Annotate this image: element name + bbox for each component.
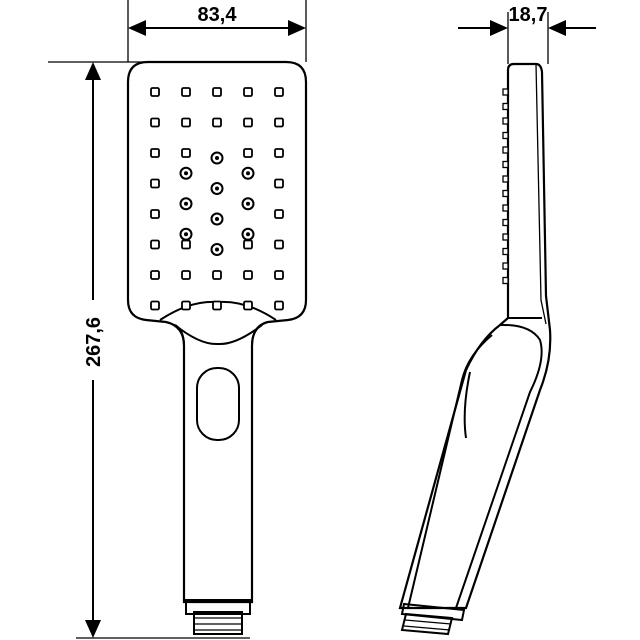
side-front-line (535, 63, 547, 325)
square-nozzle (181, 270, 191, 280)
square-nozzle (243, 148, 253, 158)
connector-thread (193, 611, 243, 635)
dimension-width: 83,4 (127, 0, 307, 62)
round-nozzle-center (215, 156, 219, 160)
square-nozzle (181, 239, 191, 250)
square-nozzle (243, 239, 253, 250)
square-nozzle (274, 300, 284, 311)
width-arrow-left (128, 20, 146, 36)
side-inner-line-2 (455, 323, 543, 609)
dimension-height: 267,6 (48, 61, 250, 639)
square-nozzle (212, 117, 222, 128)
square-nozzle (274, 270, 284, 280)
neck-left-line (174, 324, 185, 347)
square-nozzle (243, 300, 253, 311)
side-nozzle-tick (502, 233, 509, 241)
side-view (398, 62, 552, 636)
side-nozzle-tick (502, 146, 509, 154)
square-nozzle (150, 300, 160, 311)
round-nozzle-center (184, 201, 188, 206)
side-connector-thread (400, 612, 454, 636)
square-nozzle (212, 87, 222, 97)
square-nozzle (243, 270, 253, 280)
side-nozzle-tick (502, 276, 509, 285)
handle-button (196, 367, 240, 441)
round-nozzle-center (184, 171, 188, 176)
round-nozzle-center (246, 171, 250, 176)
side-button-curve (463, 371, 471, 439)
nozzle-grid (150, 87, 284, 311)
side-nozzle-tick (502, 175, 509, 183)
side-nozzle-tick (502, 131, 509, 140)
side-thread-line-1 (404, 619, 452, 625)
round-nozzle-center (215, 247, 219, 252)
side-thread-line-2 (403, 625, 451, 631)
square-nozzle (274, 209, 284, 219)
square-nozzle (212, 300, 222, 311)
depth-label: 18,7 (509, 4, 548, 26)
square-nozzle (274, 239, 284, 250)
round-nozzle-center (246, 232, 250, 237)
square-nozzle (181, 87, 191, 97)
side-outline (398, 62, 552, 610)
square-nozzle (274, 148, 284, 158)
square-nozzle (150, 148, 160, 158)
side-nozzle-tick (502, 88, 509, 96)
round-nozzle-center (246, 201, 250, 206)
square-nozzle (150, 239, 160, 250)
neck-right-line (251, 324, 263, 347)
round-nozzle-center (215, 186, 219, 191)
height-arrow-top (85, 62, 101, 80)
square-nozzle (181, 300, 191, 311)
side-nozzle-tick (502, 262, 509, 270)
square-nozzle (150, 270, 160, 280)
side-nozzle-tick (502, 247, 509, 256)
height-label: 267,6 (83, 317, 105, 367)
side-nozzle-tick (502, 160, 509, 169)
square-nozzle (212, 270, 222, 280)
square-nozzle (181, 148, 191, 158)
square-nozzle (243, 87, 253, 97)
dimension-depth: 18,7 (458, 4, 596, 64)
connector-top (185, 599, 251, 615)
side-nozzle-tick (502, 204, 509, 212)
side-nozzle-tick (502, 102, 509, 111)
square-nozzle (181, 117, 191, 128)
square-nozzle (274, 87, 284, 97)
neck-inner-curve (174, 324, 263, 346)
side-nozzle-tick (502, 189, 509, 198)
square-nozzle (150, 87, 160, 97)
square-nozzle (274, 178, 284, 189)
side-nozzle-tick (502, 218, 509, 227)
square-nozzle (150, 209, 160, 219)
side-connector (400, 602, 466, 622)
round-nozzle-center (184, 232, 188, 237)
front-view (126, 60, 308, 635)
square-nozzle (150, 117, 160, 128)
width-arrow-right (288, 20, 306, 36)
square-nozzle (274, 117, 284, 128)
square-nozzle (150, 178, 160, 189)
side-inner-line-3 (407, 334, 493, 609)
width-label: 83,4 (198, 4, 238, 26)
square-nozzle (243, 117, 253, 128)
round-nozzle-center (215, 217, 219, 221)
side-nozzle-tick (502, 117, 509, 125)
height-arrow-bottom (85, 620, 101, 638)
side-nozzle-ticks (502, 88, 509, 285)
depth-arrow-left (490, 20, 508, 36)
head-outline (126, 60, 308, 604)
depth-arrow-right (548, 20, 566, 36)
